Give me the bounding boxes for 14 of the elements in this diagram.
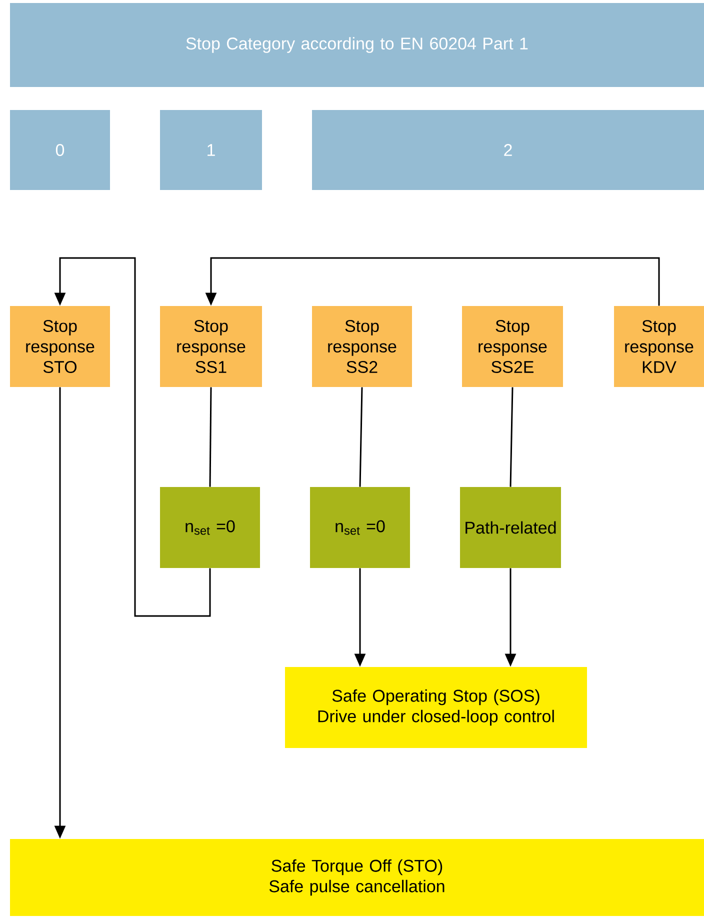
state-box: Safe Operating Stop (SOS) Drive under closed-loop control [285,667,587,748]
stop-response-box: Stop response SS2E [462,306,563,387]
condition-box: n$_{set}$ =0 [310,487,410,568]
condition-box: Path-related [460,487,561,568]
stop-response-box: Stop response KDV [614,306,704,387]
category-box: 1 [160,110,262,190]
category-box: 2 [312,110,704,190]
category-box: 0 [10,110,110,190]
state-box: Safe Torque Off (STO) Safe pulse cancellation [10,839,704,916]
stop-response-box: Stop response SS1 [160,306,262,387]
category-box: Stop Category according to EN 60204 Part 1 [10,3,704,87]
condition-box: n$_{set}$ =0 [160,487,260,568]
stop-response-box: Stop response SS2 [312,306,412,387]
stop-response-box: Stop response STO [10,306,110,387]
